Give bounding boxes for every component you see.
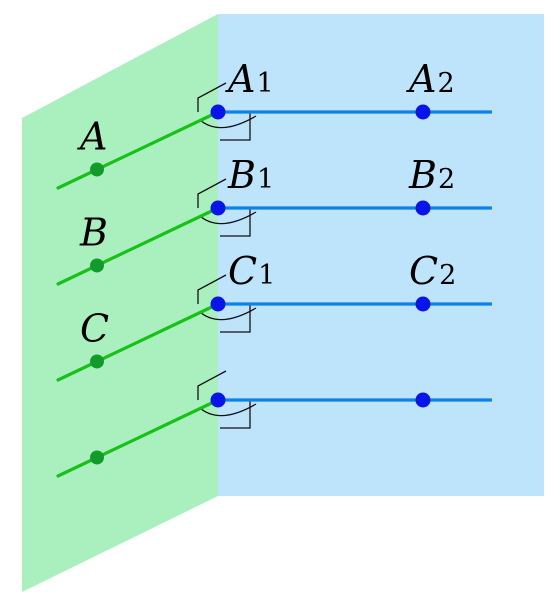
edge-point: [210, 104, 226, 120]
right-point-label-subscript: 2: [439, 260, 456, 291]
right-point-label: C2: [409, 249, 456, 293]
right-point: [415, 104, 431, 120]
left-point-label: C: [80, 306, 109, 350]
left-point-label-letter: C: [80, 306, 109, 350]
edge-point: [210, 200, 226, 216]
green-line: [56, 398, 220, 478]
angle-mark-upper: [197, 82, 227, 112]
angle-mark-upper: [197, 370, 227, 400]
edge-point-label: C1: [228, 249, 275, 293]
edge-point-label-letter: A: [225, 57, 255, 101]
edge-point-label: A1: [225, 57, 274, 101]
right-point-label: B2: [408, 153, 455, 197]
left-point-label-letter: B: [79, 210, 108, 254]
left-point-label-letter: A: [77, 114, 107, 158]
right-point-label-subscript: 2: [437, 68, 454, 99]
angle-mark-right: [220, 304, 251, 333]
edge-point: [210, 392, 226, 408]
right-point-label-letter: B: [408, 153, 437, 197]
edge-point-label-subscript: 1: [256, 68, 273, 99]
left-point-label: B: [79, 210, 108, 254]
left-point: [90, 162, 104, 177]
edge-point-label: B1: [227, 153, 274, 197]
edge-point-label-letter: B: [227, 153, 256, 197]
angle-mark-upper: [197, 274, 227, 304]
edge-point-label-subscript: 1: [258, 260, 275, 291]
angle-mark-right: [220, 112, 251, 141]
left-point-label: A: [77, 114, 107, 158]
green-line: [56, 110, 220, 190]
angle-mark-right: [220, 400, 251, 429]
right-point-label-letter: C: [409, 249, 438, 293]
left-point: [90, 354, 104, 369]
right-point: [415, 296, 431, 312]
right-point: [415, 392, 431, 408]
edge-point: [210, 296, 226, 312]
angle-mark-right: [220, 208, 251, 237]
green-line: [56, 302, 220, 382]
edge-point-label-subscript: 1: [257, 164, 274, 195]
right-point: [415, 200, 431, 216]
angle-arc: [199, 211, 257, 225]
right-plane: [218, 14, 544, 496]
angle-arc: [199, 115, 257, 129]
left-point: [90, 258, 104, 273]
right-point-label: A2: [406, 57, 455, 101]
left-plane: [22, 14, 218, 592]
edge-point-label-letter: C: [228, 249, 257, 293]
right-point-label-subscript: 2: [438, 164, 455, 195]
row-4: [56, 370, 492, 478]
angle-arc: [199, 307, 257, 321]
angle-arc: [199, 403, 257, 417]
green-line: [56, 206, 220, 286]
right-point-label-letter: A: [406, 57, 436, 101]
left-point: [90, 450, 104, 465]
angle-mark-upper: [197, 178, 227, 208]
